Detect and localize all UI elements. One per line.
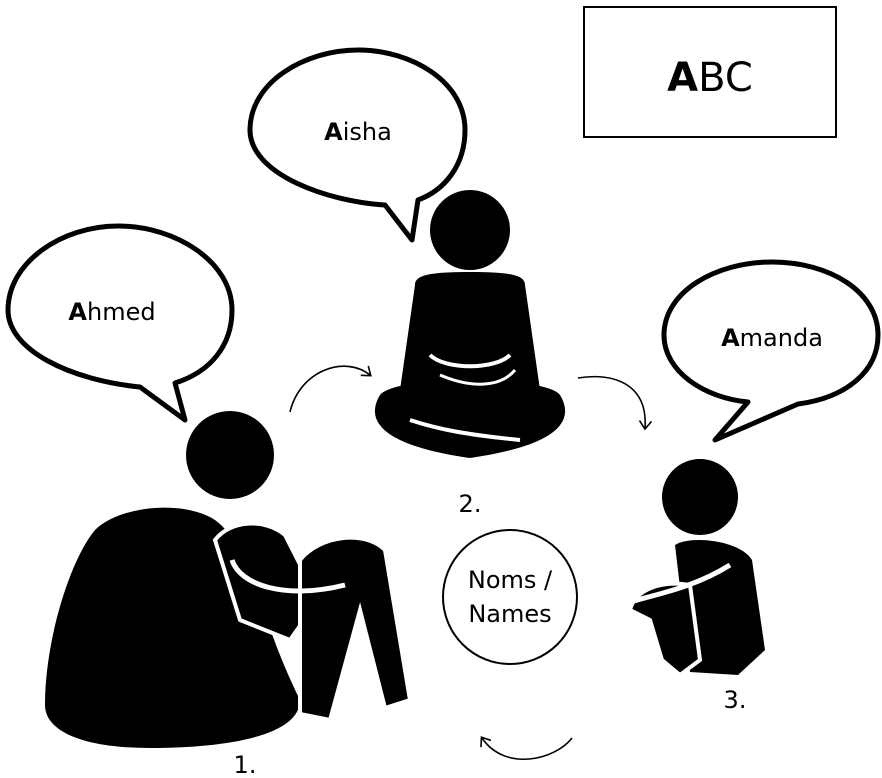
bubble-label-amanda: Amanda [721, 324, 823, 352]
bubble-label-ahmed: Ahmed [68, 298, 155, 326]
arrow-2-to-3 [577, 375, 653, 431]
arrow-3-to-1 [480, 736, 573, 761]
person-aisha-figure [374, 190, 566, 458]
speech-bubble-amanda: Amanda [661, 259, 881, 443]
names-circle: Noms / Names [442, 529, 578, 665]
person-number-2: 2. [459, 490, 482, 518]
person-number-3: 3. [724, 686, 747, 714]
bubble-label-aisha: Aisha [324, 118, 392, 146]
abc-text: ABC [667, 55, 753, 101]
names-label-line1: Noms / [468, 566, 553, 594]
names-label-line2: Names [468, 600, 551, 628]
abc-card: ABC [583, 6, 837, 138]
speech-bubble-ahmed: Ahmed [5, 223, 235, 423]
person-amanda-figure [627, 459, 765, 678]
person-number-1: 1. [234, 751, 257, 778]
person-ahmed-figure [45, 411, 413, 748]
speech-bubble-aisha: Aisha [247, 47, 468, 243]
arrow-1-to-2 [289, 365, 372, 413]
